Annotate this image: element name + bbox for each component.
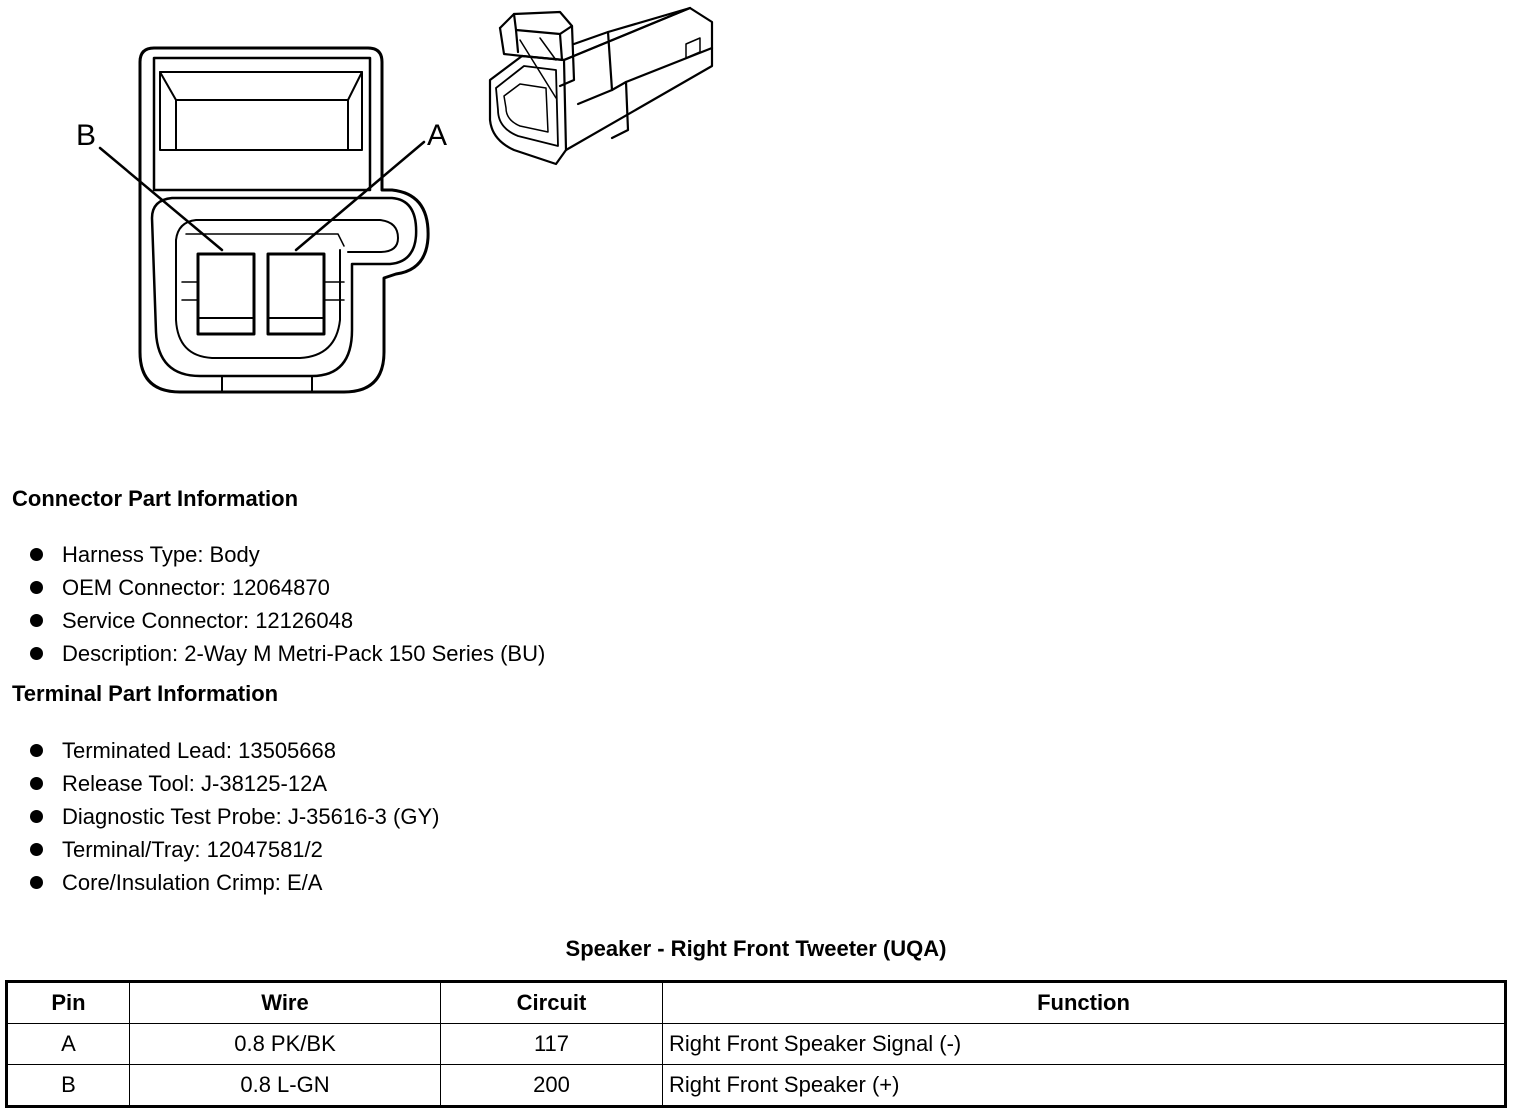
list-item-text: Terminated Lead: 13505668 bbox=[62, 738, 336, 763]
connector-diagram: B A bbox=[0, 0, 760, 420]
table-row: B 0.8 L-GN 200 Right Front Speaker (+) bbox=[6, 1064, 1506, 1107]
list-item-text: Harness Type: Body bbox=[62, 542, 260, 567]
list-item: Release Tool: J-38125-12A bbox=[28, 767, 439, 800]
connector-info-title: Connector Part Information bbox=[12, 486, 299, 511]
list-item: Harness Type: Body bbox=[28, 538, 545, 571]
list-item: Terminated Lead: 13505668 bbox=[28, 734, 439, 767]
list-item-text: Diagnostic Test Probe: J-35616-3 (GY) bbox=[62, 804, 440, 829]
pin-cell: A bbox=[6, 1023, 130, 1065]
column-header-circuit: Circuit bbox=[440, 981, 663, 1024]
bullet-icon bbox=[30, 548, 43, 561]
connector-info-list: Harness Type: Body OEM Connector: 120648… bbox=[28, 538, 545, 670]
list-item-text: Description: 2-Way M Metri-Pack 150 Seri… bbox=[62, 641, 546, 666]
list-item-text: OEM Connector: 12064870 bbox=[62, 575, 330, 600]
wire-cell: 0.8 L-GN bbox=[129, 1064, 441, 1107]
pinout-table-title: Speaker - Right Front Tweeter (UQA) bbox=[565, 936, 947, 961]
bullet-icon bbox=[30, 614, 43, 627]
bullet-icon bbox=[30, 581, 43, 594]
terminal-info-title: Terminal Part Information bbox=[12, 681, 279, 706]
leader-line-b bbox=[98, 146, 224, 252]
list-item: Core/Insulation Crimp: E/A bbox=[28, 866, 439, 899]
bullet-icon bbox=[30, 843, 43, 856]
bullet-icon bbox=[30, 744, 43, 757]
bullet-icon bbox=[30, 777, 43, 790]
pinout-table: Pin Wire Circuit Function A 0.8 PK/BK 11… bbox=[5, 980, 1507, 1108]
connector-iso-view bbox=[488, 6, 714, 166]
bullet-icon bbox=[30, 647, 43, 660]
list-item: Service Connector: 12126048 bbox=[28, 604, 545, 637]
pin-b-label: B bbox=[76, 119, 96, 152]
list-item-text: Service Connector: 12126048 bbox=[62, 608, 354, 633]
circuit-cell: 117 bbox=[440, 1023, 663, 1065]
list-item-text: Release Tool: J-38125-12A bbox=[62, 771, 327, 796]
function-cell: Right Front Speaker (+) bbox=[662, 1064, 1506, 1107]
pin-cell: B bbox=[6, 1064, 130, 1107]
table-row: A 0.8 PK/BK 117 Right Front Speaker Sign… bbox=[6, 1023, 1506, 1065]
circuit-cell: 200 bbox=[440, 1064, 663, 1107]
list-item: Description: 2-Way M Metri-Pack 150 Seri… bbox=[28, 637, 545, 670]
wire-cell: 0.8 PK/BK bbox=[129, 1023, 441, 1065]
terminal-info-list: Terminated Lead: 13505668 Release Tool: … bbox=[28, 734, 439, 899]
list-item: Terminal/Tray: 12047581/2 bbox=[28, 833, 439, 866]
column-header-wire: Wire bbox=[129, 981, 441, 1024]
function-cell: Right Front Speaker Signal (-) bbox=[662, 1023, 1506, 1065]
column-header-function: Function bbox=[662, 981, 1506, 1024]
table-header-row: Pin Wire Circuit Function bbox=[6, 981, 1506, 1024]
leader-line-a bbox=[294, 140, 426, 252]
bullet-icon bbox=[30, 810, 43, 823]
connector-face-view bbox=[98, 46, 430, 394]
list-item: Diagnostic Test Probe: J-35616-3 (GY) bbox=[28, 800, 439, 833]
list-item-text: Core/Insulation Crimp: E/A bbox=[62, 870, 323, 895]
column-header-pin: Pin bbox=[6, 981, 130, 1024]
list-item: OEM Connector: 12064870 bbox=[28, 571, 545, 604]
pin-a-label: A bbox=[427, 119, 447, 152]
bullet-icon bbox=[30, 876, 43, 889]
list-item-text: Terminal/Tray: 12047581/2 bbox=[62, 837, 323, 862]
